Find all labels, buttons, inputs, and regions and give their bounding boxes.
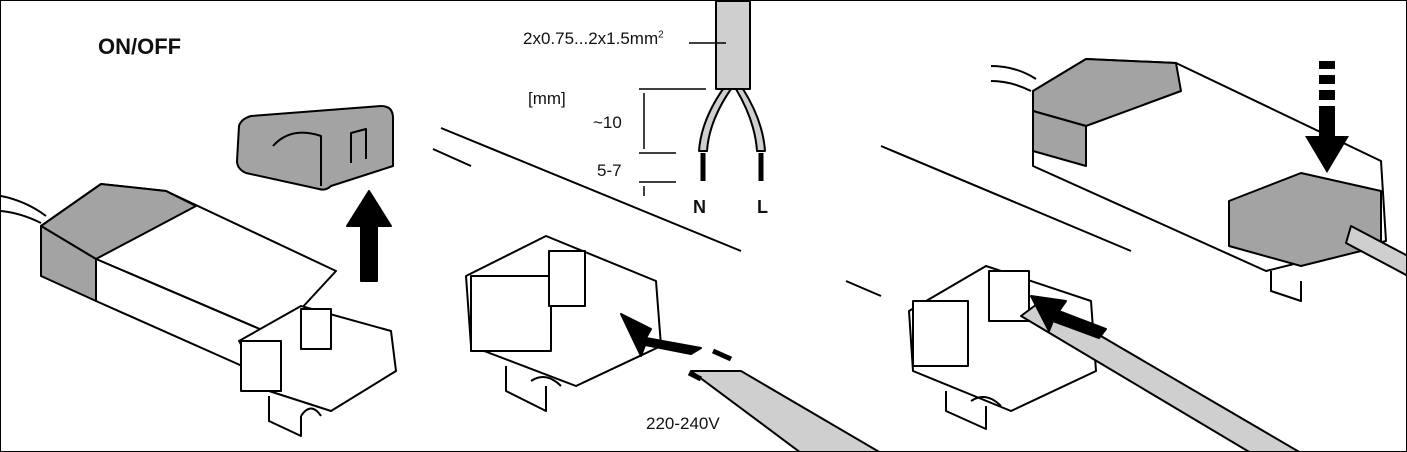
cable-spec-text: 2x0.75...2x1.5mm bbox=[523, 29, 659, 48]
lifted-cap bbox=[236, 105, 394, 191]
units-label: [mm] bbox=[528, 89, 566, 108]
live-label: L bbox=[757, 197, 768, 217]
arrow-down-icon bbox=[1305, 61, 1349, 173]
panel-1-open-cap bbox=[1, 105, 397, 437]
supply-cable bbox=[1020, 300, 1300, 451]
arrow-left-icon bbox=[620, 313, 702, 357]
supply-cable bbox=[690, 370, 880, 451]
cable-sheath bbox=[715, 1, 751, 90]
cable-spec-label: 2x0.75...2x1.5mm2 bbox=[523, 29, 664, 49]
wire-strip-length: 5-7 bbox=[597, 161, 622, 180]
title-on-off: ON/OFF bbox=[98, 34, 182, 59]
panel-3-wires-inserted bbox=[845, 145, 1300, 451]
wire-ends bbox=[687, 348, 733, 382]
arrow-up-icon bbox=[346, 190, 392, 282]
cable-spec-superscript: 2 bbox=[658, 29, 664, 41]
terminal-block bbox=[300, 308, 332, 350]
voltage-label: 220-240V bbox=[646, 414, 720, 433]
cable-right bbox=[1345, 225, 1406, 277]
terminal-block bbox=[548, 250, 586, 307]
wire-strip-detail bbox=[639, 1, 766, 196]
panel-4-close-cap bbox=[990, 58, 1406, 302]
terminal-block bbox=[988, 270, 1030, 322]
neutral-label: N bbox=[693, 197, 706, 217]
arrow-left-icon bbox=[1030, 295, 1107, 339]
insulation-strip-length: ~10 bbox=[593, 113, 622, 132]
cable-left bbox=[1, 195, 47, 217]
panel-2-insert-wires bbox=[432, 127, 880, 451]
